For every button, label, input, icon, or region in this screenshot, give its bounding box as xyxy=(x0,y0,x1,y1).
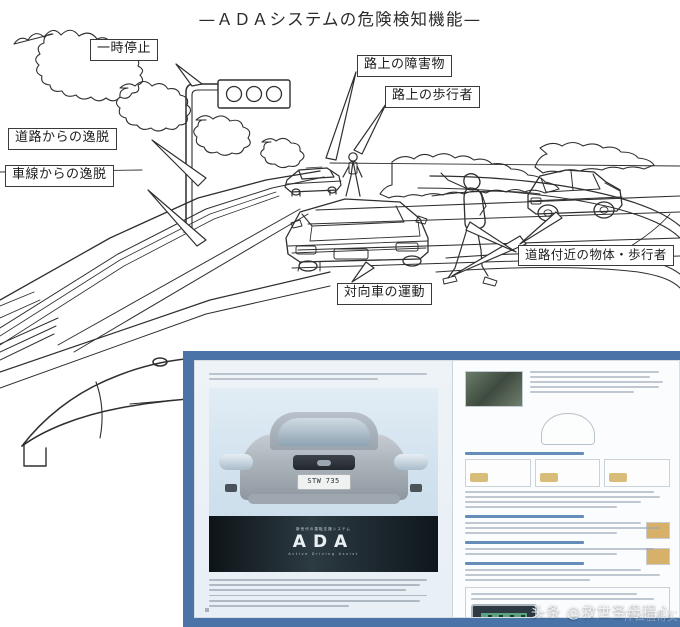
license-plate: STW 735 xyxy=(296,474,351,490)
section-thumbnail xyxy=(646,548,670,565)
ada-subtitle: Active Driving Assist xyxy=(288,552,359,556)
right-page-top-row xyxy=(465,371,670,407)
callout-road-departure: 道路からの逸脱 xyxy=(8,128,117,150)
ada-title-band: 新世代の運転支援システム ADA Active Driving Assist xyxy=(209,516,438,572)
page-title: —ＡＤＡシステムの危険検知機能— xyxy=(198,10,482,29)
headlight-right xyxy=(394,454,428,470)
callout-road-obstacle: 路上の障害物 xyxy=(357,55,453,77)
callout-stop-sign: 一時停止 xyxy=(90,39,159,61)
callout-lane-departure: 車線からの逸脱 xyxy=(5,165,114,187)
interior-thumbnail xyxy=(465,371,523,407)
brochure-spread: STW 735 新世代の運転支援システム ADA Active Driving … xyxy=(194,360,680,618)
car-grille xyxy=(292,455,355,470)
foglight-left xyxy=(225,484,237,492)
brochure-headline xyxy=(209,373,438,380)
brochure-right-page xyxy=(453,361,679,617)
instrument-cluster-diagram xyxy=(540,413,595,445)
feature-card xyxy=(465,459,531,487)
feature-card-row xyxy=(465,459,671,487)
feature-card xyxy=(534,459,601,487)
section-heading-2 xyxy=(465,515,584,518)
headlight-left xyxy=(219,454,253,470)
hero-car-photo: STW 735 xyxy=(209,388,438,516)
brochure-body-copy xyxy=(209,579,438,607)
callout-roadside-object-pedestrian: 道路付近の物体・歩行者 xyxy=(518,245,674,267)
ada-wordmark: ADA xyxy=(292,532,355,552)
section-heading-3 xyxy=(465,541,584,544)
car-windshield xyxy=(277,418,370,446)
brochure-inset-photo: STW 735 新世代の運転支援システム ADA Active Driving … xyxy=(183,351,680,627)
foglight-right xyxy=(410,484,422,492)
section-heading-4 xyxy=(465,562,584,565)
navigation-screen-photo xyxy=(471,604,537,617)
feature-card xyxy=(604,459,671,487)
brochure-left-page: STW 735 新世代の運転支援システム ADA Active Driving … xyxy=(195,361,453,617)
navigation-feature-block xyxy=(465,587,670,617)
ada-kicker: 新世代の運転支援システム xyxy=(295,527,352,531)
watermark-site-mark: 什么值得买 xyxy=(623,610,678,623)
section-heading-1 xyxy=(465,452,584,455)
car-bumper xyxy=(247,494,400,504)
page-number-mark xyxy=(205,608,209,612)
callout-road-pedestrian: 路上の歩行者 xyxy=(385,86,481,108)
section-thumbnail xyxy=(646,522,670,539)
watermark-text: 头条 @救世圣母程心 xyxy=(530,605,672,621)
right-page-intro-text xyxy=(530,371,670,407)
callout-oncoming-vehicle-motion: 対向車の運動 xyxy=(337,283,433,305)
